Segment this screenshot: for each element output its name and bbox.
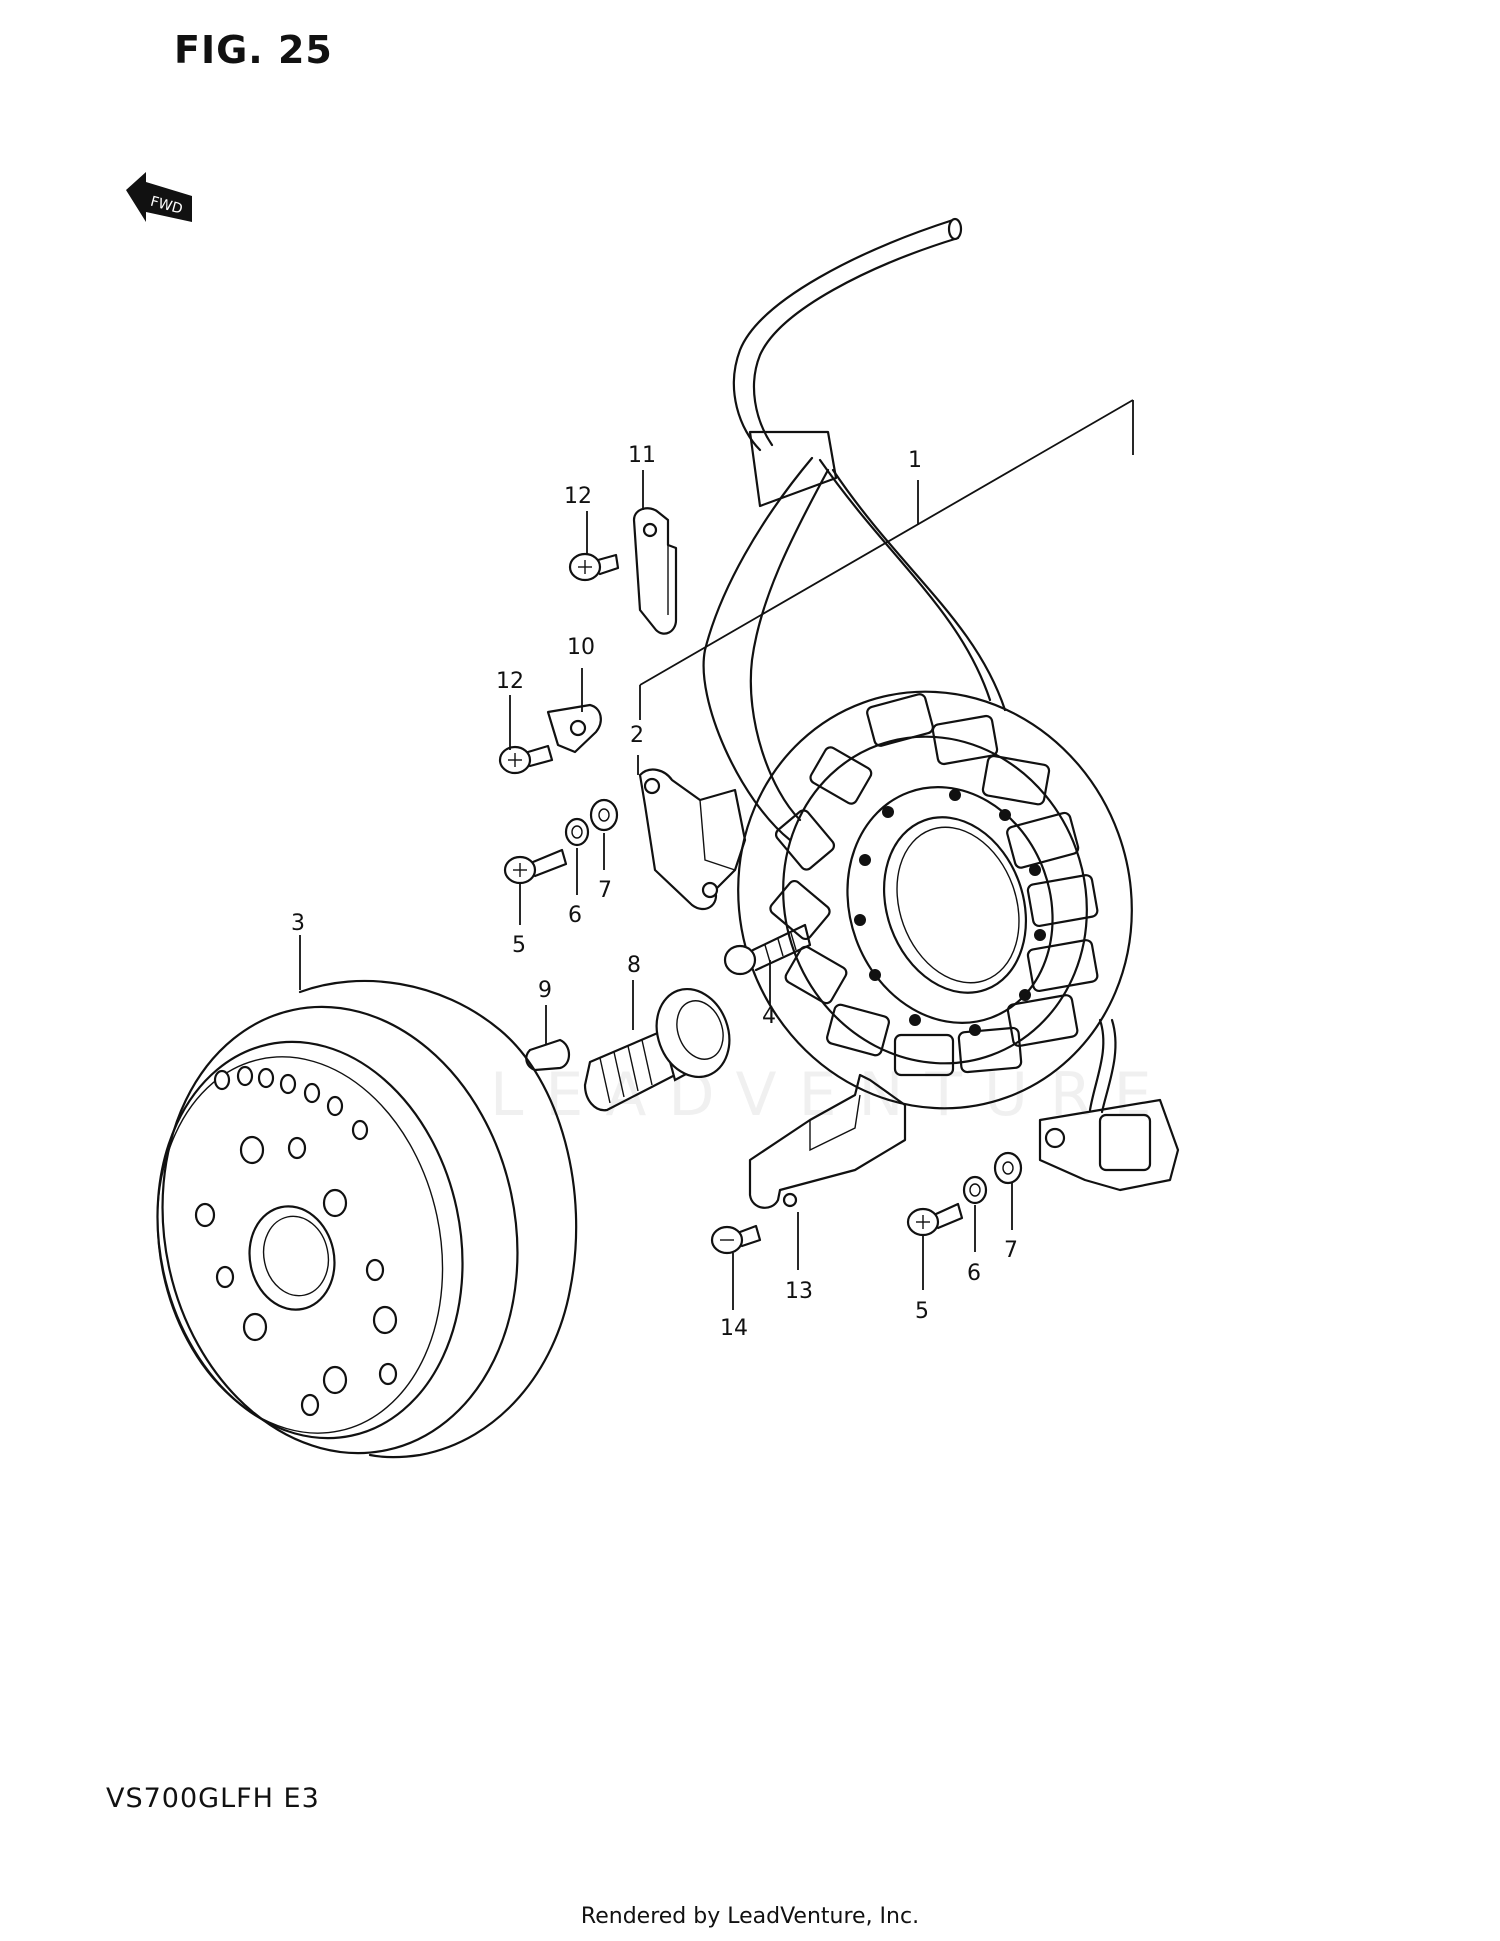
ref-label: 2 — [630, 723, 644, 748]
ref-label: 10 — [567, 635, 595, 660]
clamp-plate — [546, 703, 602, 754]
lock-washer-right — [962, 1175, 988, 1205]
screw-12-top — [568, 552, 620, 582]
screw-12-lower — [498, 744, 554, 775]
ref-label: 14 — [720, 1316, 748, 1341]
forward-arrow-icon: FWD — [126, 172, 192, 222]
ref-label: 4 — [762, 1004, 776, 1029]
pulser-coil — [1038, 1098, 1180, 1192]
ref-label: 5 — [915, 1299, 929, 1324]
rotor-bolt — [583, 987, 731, 1112]
model-code: VS700GLFH E3 — [106, 1783, 320, 1814]
ref-label: 1 — [908, 448, 922, 473]
render-credit: Rendered by LeadVenture, Inc. — [580, 1904, 920, 1929]
lead-wire-cover — [748, 1073, 907, 1209]
stator-screw — [723, 923, 812, 976]
ref-label: 3 — [291, 911, 305, 936]
washer-left — [589, 798, 619, 832]
ref-label: 5 — [512, 933, 526, 958]
ref-label: 9 — [538, 978, 552, 1003]
callout-leaders — [299, 399, 1134, 1310]
ref-label: 12 — [496, 669, 524, 694]
ref-label: 6 — [568, 903, 582, 928]
ref-label: 7 — [1004, 1238, 1018, 1263]
ref-label: 7 — [598, 878, 612, 903]
ref-label: 13 — [785, 1279, 813, 1304]
washer-right — [993, 1151, 1023, 1185]
magneto-rotor — [156, 979, 578, 1459]
stator-coil — [737, 690, 1133, 1110]
wire-clamp-bracket — [638, 768, 747, 911]
reference-labels: 1 2 3 4 5 6 7 8 9 10 11 12 12 13 14 5 6 … — [291, 443, 1018, 1341]
screw-5-left — [503, 848, 568, 885]
ref-label: 12 — [564, 484, 592, 509]
lock-washer-left — [564, 817, 590, 847]
ref-label: 11 — [628, 443, 656, 468]
figure-title: FIG. 25 — [174, 28, 333, 72]
screw-14 — [710, 1224, 762, 1255]
stator-lead-wires — [702, 217, 1117, 1114]
wire-plate — [632, 507, 678, 635]
screw-5-right — [906, 1202, 964, 1237]
ref-label: 6 — [967, 1261, 981, 1286]
watermark: LEADVENTURE — [490, 1060, 1174, 1130]
ref-label: 8 — [627, 953, 641, 978]
